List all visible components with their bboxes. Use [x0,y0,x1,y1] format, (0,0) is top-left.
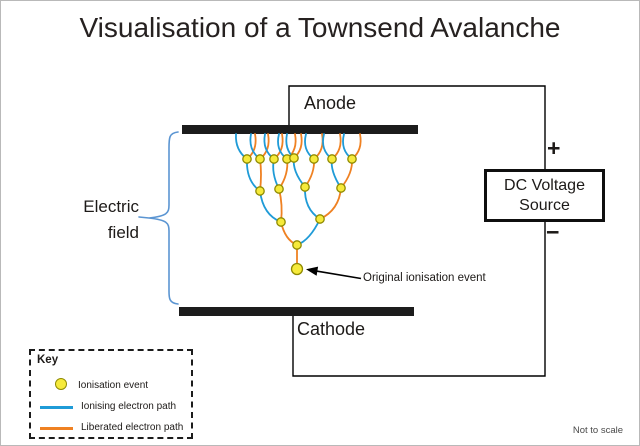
cathode-label: Cathode [297,319,366,339]
electric-field-brace [138,131,179,305]
ionisation-event-node [289,153,299,163]
anode-bar [182,125,418,134]
cathode-bar [179,307,414,316]
ionisation-event-node [315,214,325,224]
ionisation-event-node [327,154,337,164]
key-item-ionisation-event: Ionisation event [78,380,149,391]
ionisation-event-node [276,217,286,227]
original-ionisation-event-node [290,262,304,276]
positive-terminal-label: + [547,135,561,161]
dc-voltage-source-box: DC Voltage Source [484,169,605,222]
key-item-liberated-path: Liberated electron path [81,422,184,433]
ionisation-event-node [269,154,279,164]
ionisation-event-node [255,186,265,196]
ionisation-event-node [300,182,310,192]
key-item-ionising-path: Ionising electron path [81,401,177,412]
key-title: Key [37,354,59,366]
dc-source-line2: Source [519,196,570,214]
electric-field-line2: field [107,223,139,242]
circuit-wire [288,85,546,169]
ionisation-event-node [242,154,252,164]
liberated-path-swatch [40,427,73,430]
dc-source-line1: DC Voltage [504,176,585,194]
key-box: Key Ionisation event Ionising electron p… [29,349,193,439]
ionising-path-swatch [40,406,73,409]
ionisation-event-swatch [55,378,67,390]
ionisation-event-node [274,184,284,194]
scale-note: Not to scale [572,425,623,436]
annotation-arrow-head [306,266,319,276]
ionisation-event-node [347,154,357,164]
ionisation-event-node [255,154,265,164]
liberated-electron-path [278,188,283,223]
page-title: Visualisation of a Townsend Avalanche [79,12,561,43]
circuit-wire [292,221,546,377]
electric-field-label: Electric field [41,194,139,246]
ionising-electron-path [304,186,321,220]
ionisation-event-node [336,183,346,193]
ionising-electron-path [246,158,261,192]
anode-label: Anode [304,93,357,113]
annotation-arrow-line [314,270,362,280]
negative-terminal-label: − [546,219,560,245]
ionising-electron-path [259,190,282,223]
original-ionisation-annotation: Original ionisation event [363,272,486,284]
liberated-electron-path [319,187,342,220]
electric-field-line1: Electric [83,197,139,216]
ionisation-event-node [309,154,319,164]
ionising-electron-path [296,218,321,246]
ionisation-event-node [292,240,302,250]
